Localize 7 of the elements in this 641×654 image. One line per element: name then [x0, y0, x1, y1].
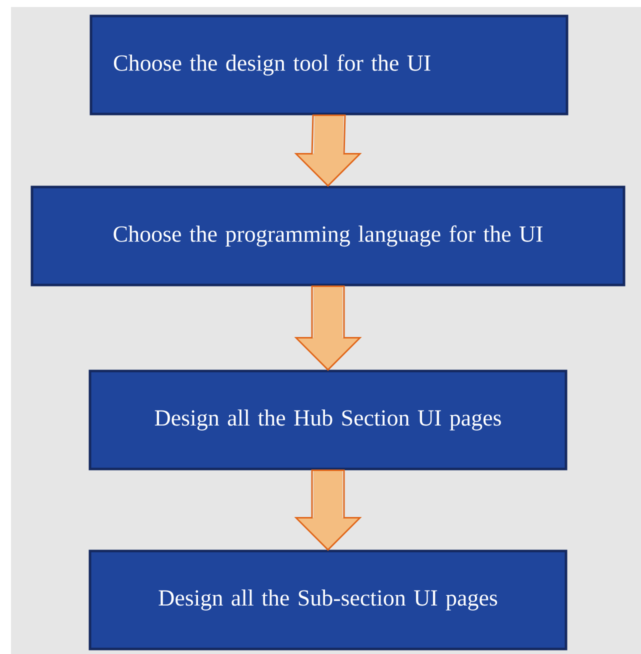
process-box: Choose the design tool for the UI [90, 14, 568, 116]
block-arrow [294, 286, 362, 371]
process-box: Design all the Sub-section UI pages [88, 550, 568, 650]
block-arrow [294, 114, 362, 187]
process-box: Choose the programming language for the UI [30, 186, 626, 286]
block-arrow [294, 470, 362, 551]
process-box: Design all the Hub Section UI pages [88, 370, 568, 470]
